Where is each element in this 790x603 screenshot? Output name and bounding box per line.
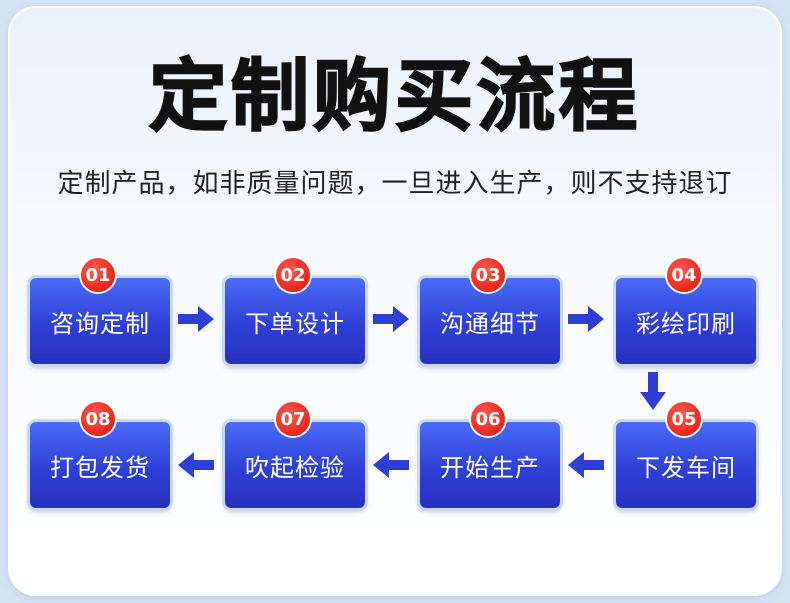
step-number-badge: 06 xyxy=(471,402,505,436)
step-label: 下单设计 xyxy=(245,309,345,338)
step-box-05: 下发车间 xyxy=(616,422,756,508)
step-label: 咨询定制 xyxy=(50,309,150,338)
arrow-left-icon xyxy=(178,452,214,478)
arrow-right-icon xyxy=(373,306,409,332)
arrow-left-icon xyxy=(373,452,409,478)
step-number-badge: 04 xyxy=(667,258,701,292)
step-label: 吹起检验 xyxy=(245,453,345,482)
arrow-right-icon xyxy=(568,306,604,332)
arrow-down-icon xyxy=(640,372,666,410)
page-subtitle: 定制产品，如非质量问题，一旦进入生产，则不支持退订 xyxy=(57,169,733,199)
page-title: 定制购买流程 xyxy=(148,51,641,143)
step-label: 下发车间 xyxy=(636,453,736,482)
step-box-01: 咨询定制 xyxy=(30,278,170,364)
arrow-right-icon xyxy=(178,306,214,332)
step-label: 打包发货 xyxy=(50,453,150,482)
step-label: 沟通细节 xyxy=(440,309,540,338)
step-number-badge: 08 xyxy=(81,402,115,436)
step-label: 彩绘印刷 xyxy=(636,309,736,338)
step-box-02: 下单设计 xyxy=(225,278,365,364)
step-box-06: 开始生产 xyxy=(420,422,560,508)
step-number-badge: 03 xyxy=(471,258,505,292)
step-number-badge: 01 xyxy=(81,258,115,292)
step-box-04: 彩绘印刷 xyxy=(616,278,756,364)
step-box-07: 吹起检验 xyxy=(225,422,365,508)
step-label: 开始生产 xyxy=(440,453,540,482)
step-number-badge: 02 xyxy=(276,258,310,292)
arrow-left-icon xyxy=(568,452,604,478)
step-number-badge: 07 xyxy=(276,402,310,436)
step-box-03: 沟通细节 xyxy=(420,278,560,364)
step-box-08: 打包发货 xyxy=(30,422,170,508)
step-number-badge: 05 xyxy=(667,402,701,436)
